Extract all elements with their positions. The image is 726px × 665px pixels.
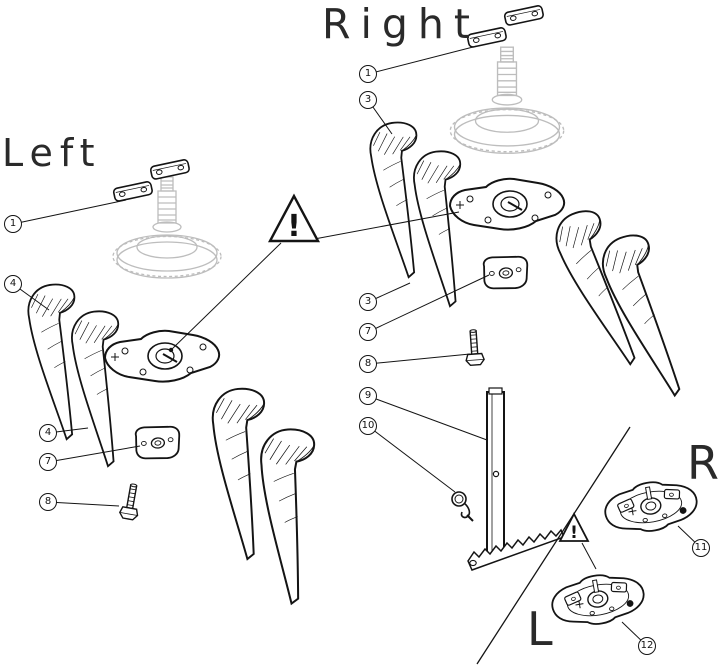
tine-clamp-plate-right: [481, 252, 531, 293]
hex-bolt-right: [463, 328, 486, 367]
callout-balloon-7-right[interactable]: 7: [359, 323, 377, 341]
callout-balloon-1-right[interactable]: 1: [359, 65, 377, 83]
callout-balloon-9[interactable]: 9: [359, 387, 377, 405]
inset-separator-line: [476, 426, 631, 665]
parking-stand: [467, 387, 566, 571]
tine-clamp-plate-left: [133, 422, 183, 463]
callout-balloon-1-left[interactable]: 1: [4, 215, 22, 233]
tine-left-4: [253, 424, 342, 606]
callout-balloon-4-left-upper[interactable]: 4: [4, 275, 22, 293]
leader-lines: [12, 45, 702, 647]
rotor-head-left: [547, 566, 649, 633]
callout-balloon-8-right[interactable]: 8: [359, 355, 377, 373]
r-clip-pin: [451, 491, 474, 522]
mounting-clamp-right-b: [503, 4, 545, 27]
right-assembly: [361, 4, 719, 571]
tine-holder-plate-right: [449, 177, 566, 231]
corner-label-r: R: [687, 436, 719, 490]
rotor-head-right: [600, 473, 702, 540]
callout-balloon-12[interactable]: 12: [638, 637, 656, 655]
corner-inset: !: [476, 426, 702, 665]
section-label-left: Left: [2, 131, 102, 175]
callout-balloon-4-left-lower[interactable]: 4: [39, 424, 57, 442]
callout-balloon-3-right-lower[interactable]: 3: [359, 293, 377, 311]
warning-exclamation-main: !: [287, 209, 301, 244]
callout-balloon-7-left[interactable]: 7: [39, 453, 57, 471]
callout-balloon-8-left[interactable]: 8: [39, 493, 57, 511]
corner-label-l: L: [527, 602, 553, 656]
warning-exclamation-small: !: [570, 523, 578, 543]
callout-balloon-11[interactable]: 11: [692, 539, 710, 557]
hex-bolt-left: [118, 481, 144, 522]
warning-triangle-small: !: [558, 512, 597, 570]
mounting-clamp-left-b: [149, 158, 191, 181]
mounting-clamp-left-a: [112, 180, 154, 203]
tine-right-2: [405, 145, 495, 309]
callout-balloon-10[interactable]: 10: [359, 417, 377, 435]
ghost-rotor-shaft-right: [449, 46, 565, 154]
callout-balloon-3-right-upper[interactable]: 3: [359, 91, 377, 109]
section-label-right: Right: [322, 0, 480, 48]
warning-triangle-main: !: [268, 193, 320, 244]
tine-holder-plate-left: [104, 329, 221, 383]
